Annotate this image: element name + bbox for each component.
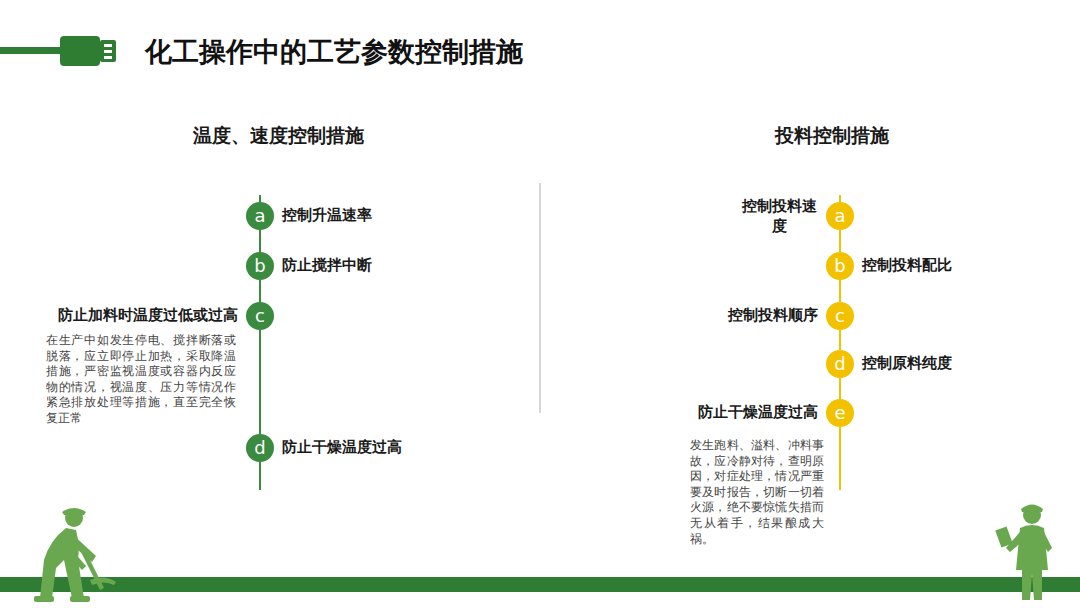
plug-slot [104,50,112,53]
timeline-segment [839,280,841,302]
timeline-segment [259,330,261,434]
step-letter: e [826,399,854,427]
step-circle: a控制升温速率 [246,202,274,230]
step-circle: e防止干燥温度过高发生跑料、溢料、冲料事故，应冷静对待，查明原因，对症处理，情况… [826,399,854,427]
plug-body [60,36,100,66]
step-heading: 控制投料顺序 [728,306,818,326]
worker-left [34,508,116,602]
slide-title: 化工操作中的工艺参数控制措施 [145,34,523,70]
step-letter: d [826,350,854,378]
step-heading: 防止加料时温度过低或过高 [58,306,238,326]
plug-slot [104,44,112,47]
divider [539,183,540,413]
plug-slot [104,56,112,59]
step-description: 在生产中如发生停电、搅拌断落或脱落，应立即停止加热，采取降温措施，严密监视温度或… [46,333,236,427]
step-circle: c控制投料顺序 [826,302,854,330]
step-circle: c防止加料时温度过低或过高在生产中如发生停电、搅拌断落或脱落，应立即停止加热，采… [246,302,274,330]
step-circle: a控制投料速度 [826,202,854,230]
step-circle: b控制投料配比 [826,252,854,280]
column-heading: 投料控制措施 [775,123,889,149]
column-heading: 温度、速度控制措施 [193,123,364,149]
step-heading: 控制升温速率 [282,206,372,226]
step-letter: a [826,202,854,230]
timeline-stub [259,462,261,490]
timeline-stub [839,195,841,202]
bottom-bar [0,577,1080,592]
timeline-segment [839,378,841,399]
plug-head [100,40,116,62]
cable [0,47,62,54]
timeline-segment [839,330,841,350]
step-description: 发生跑料、溢料、冲料事故，应冷静对待，查明原因，对症处理，情况严重要及时报告，切… [690,438,824,547]
worker-right [995,505,1052,601]
step-letter: b [246,252,274,280]
step-heading: 控制投料速度 [740,197,818,236]
step-circle: d控制原料纯度 [826,350,854,378]
step-heading: 控制投料配比 [862,256,952,276]
step-circle: d防止干燥温度过高 [246,434,274,462]
step-heading: 防止干燥温度过高 [282,438,402,458]
step-heading: 防止搅拌中断 [282,256,372,276]
step-letter: c [246,302,274,330]
timeline-segment [259,280,261,302]
timeline-stub [839,427,841,490]
step-letter: a [246,202,274,230]
timeline-stub [259,195,261,202]
step-circle: b防止搅拌中断 [246,252,274,280]
step-letter: c [826,302,854,330]
step-letter: b [826,252,854,280]
timeline-segment [259,230,261,252]
step-letter: d [246,434,274,462]
step-heading: 防止干燥温度过高 [698,403,818,423]
step-heading: 控制原料纯度 [862,354,952,374]
timeline-segment [839,230,841,252]
